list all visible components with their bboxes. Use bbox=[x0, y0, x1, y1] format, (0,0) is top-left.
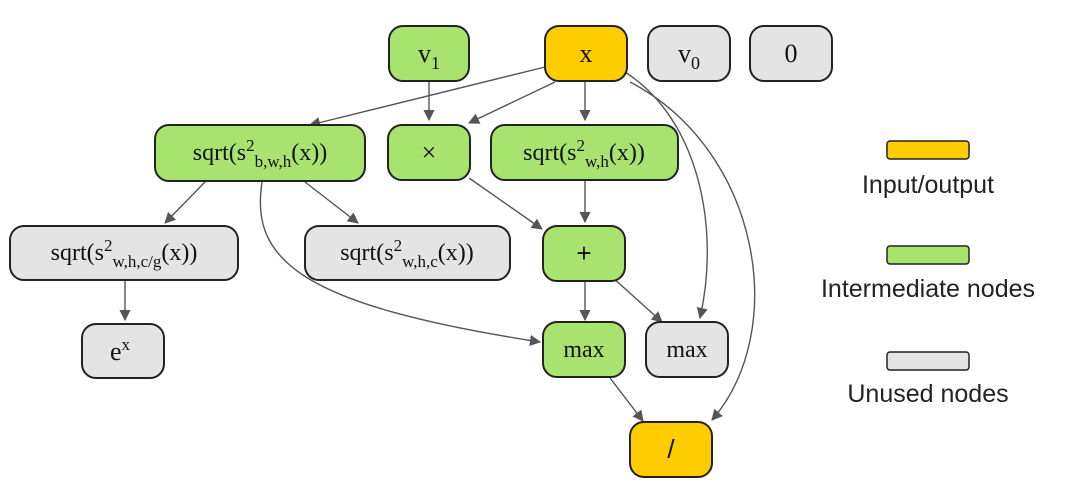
legend-label-intermediate: Intermediate nodes bbox=[821, 275, 1035, 303]
node-v0-box bbox=[647, 25, 731, 82]
node-v1-box bbox=[388, 25, 470, 82]
node-plus-box bbox=[542, 225, 626, 282]
node-sqrt-whc[interactable]: sqrt(s2w,h,c(x)) bbox=[304, 225, 511, 281]
node-exp[interactable]: ex bbox=[81, 323, 165, 379]
node-sqrt-bwh-box bbox=[154, 124, 366, 182]
node-sqrt-wh[interactable]: sqrt(s2w,h(x)) bbox=[490, 124, 679, 181]
node-div-label: / bbox=[667, 434, 675, 464]
legend-swatch-intermediate bbox=[886, 245, 970, 265]
edge-x-to-sqrt-bwh bbox=[308, 66, 546, 129]
edge-x-to-mult bbox=[467, 81, 556, 124]
node-sqrt-whcg-box bbox=[9, 225, 239, 281]
node-x-label: x bbox=[580, 39, 593, 68]
node-exp-box bbox=[81, 323, 165, 379]
node-exp-label: ex bbox=[110, 335, 131, 366]
edge-sqrt-bwh-to-sqrt-whcg bbox=[164, 181, 206, 224]
node-max-unused-label: max bbox=[666, 337, 707, 363]
node-sqrt-wh-box bbox=[490, 124, 679, 181]
node-multiply-box bbox=[387, 124, 471, 181]
edge-max-to-div bbox=[609, 377, 644, 422]
node-div-output[interactable]: / bbox=[629, 421, 713, 478]
edge-x-to-div bbox=[629, 81, 756, 421]
node-sqrt-whcg-label: sqrt(s2w,h,c/g(x)) bbox=[51, 236, 198, 271]
legend-swatch-input-output bbox=[886, 140, 970, 160]
edge-mult-to-plus bbox=[468, 177, 543, 230]
legend-label-input-output: Input/output bbox=[862, 171, 994, 199]
node-sqrt-whc-box bbox=[304, 225, 511, 281]
edges bbox=[119, 66, 756, 422]
edge-sqrt-bwh-to-max bbox=[259, 181, 542, 346]
node-x-input[interactable]: x bbox=[544, 25, 628, 82]
node-v1-label: v1 bbox=[418, 39, 440, 73]
node-zero[interactable]: 0 bbox=[749, 25, 833, 82]
node-max-unused-box bbox=[645, 321, 729, 378]
node-max-used-box bbox=[542, 321, 626, 378]
node-x-box bbox=[544, 25, 628, 82]
node-v1[interactable]: v1 bbox=[388, 25, 470, 82]
node-multiply[interactable]: × bbox=[387, 124, 471, 181]
node-sqrt-bwh[interactable]: sqrt(s2b,w,h(x)) bbox=[154, 124, 366, 182]
node-sqrt-wh-label: sqrt(s2w,h(x)) bbox=[523, 136, 645, 171]
node-zero-label: 0 bbox=[785, 39, 798, 68]
node-multiply-label: × bbox=[422, 138, 437, 167]
node-sqrt-whcg[interactable]: sqrt(s2w,h,c/g(x)) bbox=[9, 225, 239, 281]
node-zero-box bbox=[749, 25, 833, 82]
edge-plus-to-max-unused bbox=[611, 276, 663, 323]
legend-label-unused: Unused nodes bbox=[847, 380, 1008, 408]
node-max-used[interactable]: max bbox=[542, 321, 626, 378]
node-sqrt-whc-label: sqrt(s2w,h,c(x)) bbox=[340, 236, 474, 271]
node-plus[interactable]: + bbox=[542, 225, 626, 282]
node-max-used-label: max bbox=[563, 337, 604, 363]
edge-x-to-max-unused bbox=[624, 71, 708, 320]
legend-swatch-unused bbox=[886, 351, 970, 371]
node-sqrt-bwh-label: sqrt(s2b,w,h(x)) bbox=[193, 136, 328, 171]
node-div-box bbox=[629, 421, 713, 478]
edge-sqrt-bwh-to-sqrt-whc bbox=[304, 181, 359, 224]
node-v0[interactable]: v0 bbox=[647, 25, 731, 82]
node-max-unused[interactable]: max bbox=[645, 321, 729, 378]
legend: Input/output Intermediate nodes Unused n… bbox=[821, 140, 1035, 408]
node-plus-label: + bbox=[576, 238, 591, 268]
node-v0-label: v0 bbox=[678, 39, 700, 73]
